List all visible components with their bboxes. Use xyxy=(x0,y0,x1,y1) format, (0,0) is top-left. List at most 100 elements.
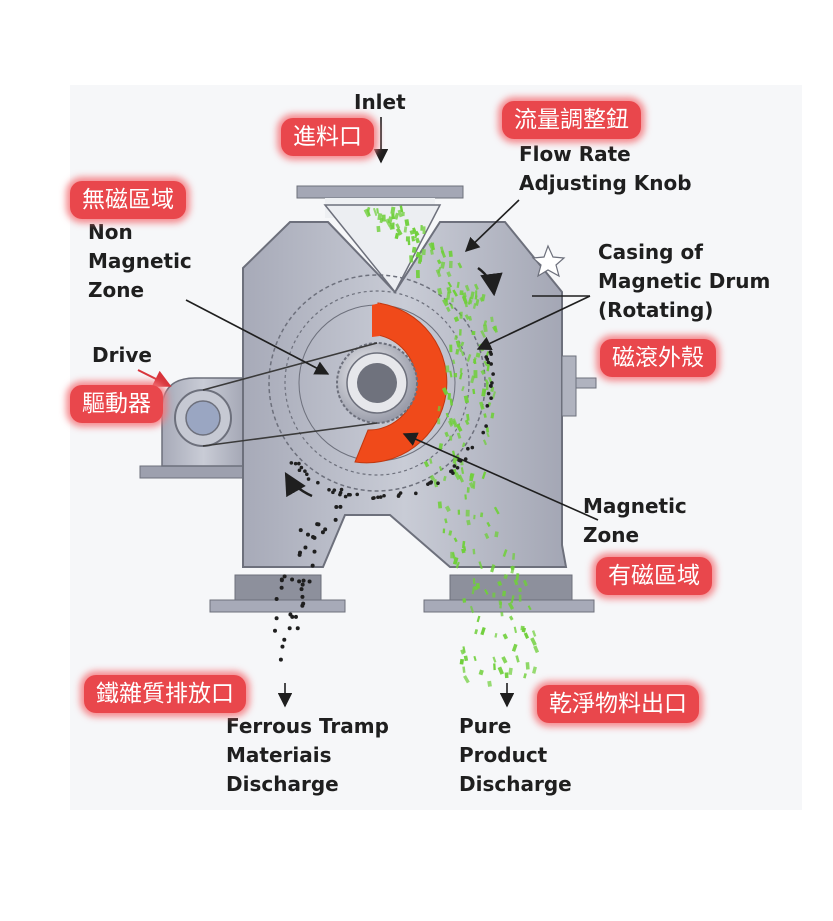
product-particle xyxy=(512,553,516,560)
product-particle xyxy=(466,519,471,526)
product-particle xyxy=(475,290,478,297)
product-particle xyxy=(452,359,456,365)
product-particle xyxy=(468,315,473,321)
product-particle xyxy=(478,561,483,570)
product-particle xyxy=(453,372,458,378)
product-particle xyxy=(376,208,379,214)
product-particle xyxy=(463,655,469,662)
product-particle xyxy=(446,292,451,300)
product-particle xyxy=(460,467,465,475)
product-particle xyxy=(502,549,508,557)
ferrous-particle xyxy=(320,530,325,535)
product-particle xyxy=(451,297,454,303)
product-particle xyxy=(412,227,417,233)
ferrous-particle xyxy=(484,355,489,359)
product-particle xyxy=(443,475,447,482)
ferrous-particle xyxy=(333,517,338,522)
casing-label: Casing of Magnetic Drum (Rotating) xyxy=(598,240,771,322)
product-particle xyxy=(461,442,466,448)
product-particle xyxy=(472,388,476,395)
product-particle xyxy=(490,412,495,419)
ferrous-particle xyxy=(293,614,298,619)
product-particle xyxy=(497,666,505,675)
product-particle xyxy=(502,590,507,597)
product-particle xyxy=(445,365,450,373)
product-particle xyxy=(422,226,426,234)
product-particle xyxy=(486,521,491,527)
product-particle xyxy=(486,432,490,438)
product-particle xyxy=(423,460,430,468)
material-particles xyxy=(272,205,540,687)
product-particle xyxy=(501,656,508,664)
ferrous-discharge-label: Ferrous Tramp Materiais Discharge xyxy=(226,714,389,796)
product-particle xyxy=(401,211,405,217)
product-particle xyxy=(523,673,527,679)
ferrous-particle xyxy=(295,626,300,631)
ferrous-particle xyxy=(397,493,401,497)
ferrous-particle xyxy=(298,528,303,533)
ferrous-particle xyxy=(332,488,337,492)
product-particle xyxy=(436,259,442,265)
product-particle xyxy=(462,646,466,654)
product-particle xyxy=(446,271,452,278)
ferrous-particle xyxy=(316,480,320,485)
product-particle xyxy=(455,348,460,355)
product-particle xyxy=(437,405,441,412)
product-particle xyxy=(403,226,408,233)
product-particle xyxy=(405,236,410,242)
product-particle xyxy=(454,471,461,481)
product-particle xyxy=(452,456,457,464)
product-particle xyxy=(499,601,503,609)
product-particle xyxy=(494,632,498,638)
ferrous-particle xyxy=(293,461,298,466)
ferrous-particle xyxy=(485,404,490,408)
product-particle xyxy=(437,266,442,274)
ferrous-particle xyxy=(466,446,470,451)
product-particle xyxy=(492,592,496,598)
product-particle xyxy=(463,395,470,404)
product-particle xyxy=(458,329,462,336)
product-particle xyxy=(523,632,530,639)
rotation-arrows xyxy=(284,266,503,498)
product-particle xyxy=(464,494,467,500)
ferrous-particle xyxy=(282,637,287,642)
product-particle xyxy=(452,420,457,428)
product-particle xyxy=(455,561,460,569)
product-particle xyxy=(372,207,378,217)
product-particle xyxy=(415,251,421,258)
product-particle xyxy=(502,633,509,640)
product-particle xyxy=(444,431,450,438)
product-particle xyxy=(376,225,381,233)
ferrous-particle xyxy=(297,468,302,473)
ferrous-particle xyxy=(300,582,305,587)
product-particle xyxy=(471,330,476,336)
product-particle xyxy=(464,314,470,321)
drive-zh-tag: 驅動器 xyxy=(70,385,163,423)
product-particle xyxy=(473,585,479,591)
product-particle xyxy=(433,479,439,488)
ferrous-particle xyxy=(300,594,305,599)
ferrous-particle xyxy=(470,445,475,450)
product-particle xyxy=(456,432,462,439)
ferrous-particle xyxy=(306,477,311,481)
product-particle xyxy=(497,580,503,587)
product-particle xyxy=(494,531,499,538)
product-particle xyxy=(513,579,519,586)
product-particle xyxy=(515,655,520,663)
product-particle xyxy=(474,283,479,291)
product-particle xyxy=(476,615,481,623)
product-particle xyxy=(460,649,465,655)
product-particle xyxy=(473,655,477,662)
ferrous-particle xyxy=(299,587,304,592)
product-particle xyxy=(445,306,451,313)
ferrous-particle xyxy=(297,579,302,584)
product-particle xyxy=(472,357,477,364)
product-particle xyxy=(479,296,484,303)
product-particle xyxy=(397,209,403,218)
product-particle xyxy=(467,296,472,305)
product-particle xyxy=(525,662,530,670)
ferrous-particle xyxy=(305,472,309,477)
product-particle xyxy=(460,350,465,357)
product-particle xyxy=(411,235,415,242)
product-particle xyxy=(483,360,489,367)
